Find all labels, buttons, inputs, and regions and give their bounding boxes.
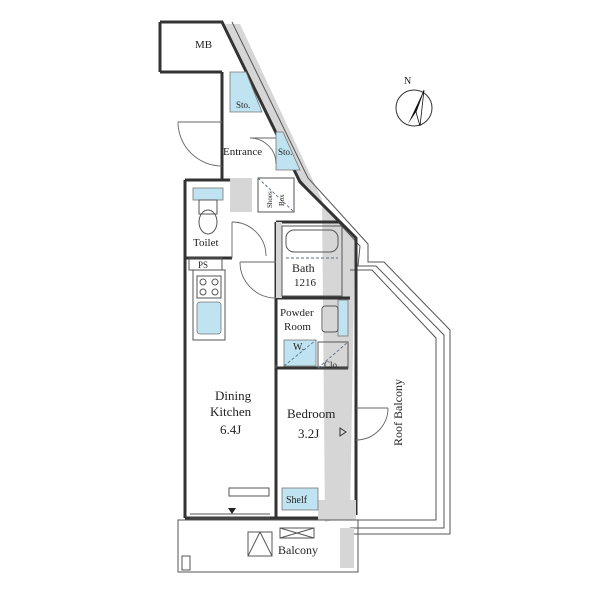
storage-top: Sto. xyxy=(229,71,263,113)
pipe-space: PS xyxy=(188,257,223,271)
dining-size: 6.4J xyxy=(220,422,241,437)
washer-label: W. xyxy=(293,342,304,353)
box-label: Box xyxy=(278,194,286,206)
dining-label-1: Dining xyxy=(215,388,252,403)
shelf: Shelf xyxy=(281,487,319,511)
storage-entrance: Sto. xyxy=(275,131,301,171)
balcony: Balcony xyxy=(177,519,359,573)
dining-kitchen: Dining Kitchen 6.4J xyxy=(210,388,270,514)
north-compass-icon: N xyxy=(395,76,433,127)
toilet-label: Toilet xyxy=(193,237,219,249)
closet-label: Clo. xyxy=(324,360,339,370)
mb-label: MB xyxy=(195,39,212,51)
powder-label-1: Powder xyxy=(280,307,314,319)
bedroom-label: Bedroom xyxy=(287,406,335,421)
washer-space: W. xyxy=(283,339,317,367)
shoes-box: Shoes Box xyxy=(257,177,295,213)
entrance-label: Entrance xyxy=(223,146,262,158)
sto-top-label: Sto. xyxy=(236,100,250,110)
powder-label-2: Room xyxy=(284,321,311,333)
bathroom: Bath 1216 xyxy=(239,225,343,299)
toilet-room: Toilet xyxy=(192,187,267,258)
powder-room: Powder Room xyxy=(280,299,349,337)
dining-label-2: Kitchen xyxy=(210,404,252,419)
mb-closet: MB xyxy=(195,39,212,51)
closet: Clo. xyxy=(317,341,349,370)
bath-size: 1216 xyxy=(294,277,317,289)
entrance-door xyxy=(177,121,277,167)
bath-label: Bath xyxy=(292,261,315,275)
entry-marker xyxy=(228,508,236,514)
bedroom: Bedroom 3.2J xyxy=(275,365,389,441)
balcony-label: Balcony xyxy=(278,543,318,557)
bedroom-size: 3.2J xyxy=(298,426,319,441)
shelf-label: Shelf xyxy=(286,495,308,506)
sto-entrance-label: Sto. xyxy=(278,147,292,157)
ps-label: PS xyxy=(198,260,208,270)
shoes-label: Shoes xyxy=(266,191,274,208)
compass-north-label: N xyxy=(404,76,411,87)
roof-balcony-label: Roof Balcony xyxy=(391,379,405,446)
kitchen-counter xyxy=(192,269,226,341)
